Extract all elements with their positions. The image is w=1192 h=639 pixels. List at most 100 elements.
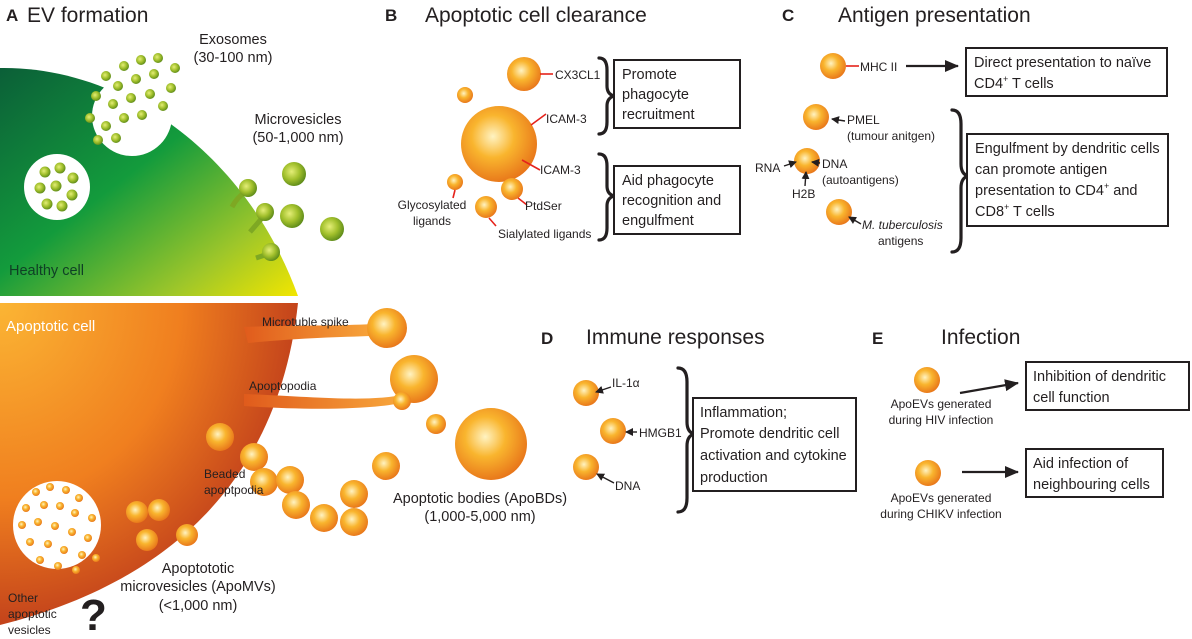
ptdser-vesicle: [501, 178, 523, 200]
exosome-release-site: [92, 76, 172, 156]
chikv-apoev: [915, 460, 941, 486]
box-b2-line2: recognition and: [622, 193, 721, 209]
panel-d: D Immune responses IL-1α HMGB1 DNA Infla…: [541, 326, 857, 514]
panel-b-title: Apoptotic cell clearance: [425, 4, 647, 27]
glyco-label-2: ligands: [413, 214, 451, 228]
panel-c: C Antigen presentation MHC II Direct pre…: [755, 4, 1169, 254]
box-b2-line1: Aid phagocyte: [622, 173, 714, 189]
dna-d-label: DNA: [615, 479, 640, 493]
panel-a-letter: A: [6, 6, 18, 25]
panel-b-letter: B: [385, 6, 397, 25]
hmgb1-vesicle: [600, 418, 626, 444]
box-d-inflammation: [692, 397, 857, 492]
other-small-vesicles: [18, 483, 100, 574]
apomvs-label-1: Apoptototic: [162, 561, 235, 577]
mtb-label: M. tuberculosis: [862, 218, 943, 232]
panel-c-title: Antigen presentation: [838, 4, 1031, 27]
pmel-vesicle: [803, 104, 829, 130]
panel-d-letter: D: [541, 329, 553, 348]
glyco-label-1: Glycosylated: [398, 198, 467, 212]
panel-c-letter: C: [782, 6, 794, 25]
brace-c: [950, 108, 970, 254]
microvesicles-label: Microvesicles: [254, 112, 341, 128]
exosomes-size: (30-100 nm): [194, 50, 273, 66]
box-c2-line3: presentation to CD4+ and: [975, 181, 1137, 199]
apoptopodia-apobd: [390, 355, 438, 403]
apoptopodia-shape: [244, 394, 396, 409]
mvb-vesicles: [34, 162, 79, 212]
dna-d-arrow: [596, 473, 615, 484]
panel-e-title: Infection: [941, 326, 1020, 349]
apomvs-label-2: microvesicles (ApoMVs): [120, 579, 276, 595]
apoptopodia-label: Apoptopodia: [249, 379, 317, 393]
panel-d-title: Immune responses: [586, 326, 765, 349]
mhc2-label: MHC II: [860, 60, 897, 74]
box-e-aid-infection: [1025, 448, 1164, 498]
icam3-bottom-lead: [521, 159, 541, 171]
box-b2-line3: engulfment: [622, 213, 694, 229]
box-e-inhibition: [1025, 361, 1190, 411]
beaded-apoptopodia-label-2: apoptpodia: [204, 483, 264, 497]
large-apobd: [455, 408, 527, 480]
il1a-label: IL-1α: [612, 376, 640, 390]
panel-b: B Apoptotic cell clearance CX3CL1 ICAM-3…: [385, 4, 741, 242]
brace-b-bottom: [597, 152, 616, 242]
mhc2-vesicle: [820, 53, 846, 79]
microvesicles: [229, 162, 344, 261]
box-b-recognition: [613, 165, 741, 235]
healthy-cell-shape: [0, 67, 298, 296]
hiv-label-2: during HIV infection: [889, 413, 994, 427]
exosomes-label: Exosomes: [199, 32, 267, 48]
box-c2-line4: CD8+ T cells: [975, 202, 1055, 220]
dna-d-vesicle: [573, 454, 599, 480]
box-b1-line2: phagocyte: [622, 87, 689, 103]
box-c-engulfment: [966, 133, 1169, 227]
box-e2-line2: neighbouring cells: [1033, 477, 1150, 493]
hmgb1-label: HMGB1: [639, 426, 682, 440]
il1a-arrow: [595, 385, 612, 394]
box-d-line3: activation and cytokine: [700, 448, 847, 464]
apobds-size: (1,000-5,000 nm): [424, 509, 535, 525]
panel-a-title: EV formation: [27, 4, 148, 27]
brace-d: [676, 366, 696, 514]
panel-e-letter: E: [872, 329, 883, 348]
sialylated-vesicle: [475, 196, 497, 218]
exosomes: [85, 53, 180, 145]
microtuble-spike-label: Microtuble spike: [262, 315, 349, 329]
box-c2-line1: Engulfment by dendritic cells: [975, 141, 1160, 157]
cx3cl1-vesicle: [507, 57, 541, 91]
box-b-recruitment: [613, 59, 741, 129]
mtb-vesicle: [826, 199, 852, 225]
other-vesicles-label-1: Other: [8, 591, 38, 605]
ptdser-label: PtdSer: [525, 199, 562, 213]
h2b-arrow: [801, 171, 810, 187]
mtb-antigens-label: antigens: [878, 234, 923, 248]
pmel-label-2: (tumour anitgen): [847, 129, 935, 143]
icam3-top-lead: [530, 113, 547, 126]
spike-apobd: [367, 308, 407, 348]
icam3-apoptotic-cell: [461, 106, 537, 182]
icam3-top-label: ICAM-3: [546, 112, 587, 126]
dna-label: DNA: [822, 157, 847, 171]
cx3cl1-label: CX3CL1: [555, 68, 601, 82]
beaded-apoptopodia-label-1: Beaded: [204, 467, 245, 481]
il1a-vesicle: [573, 380, 599, 406]
chikv-label-1: ApoEVs generated: [891, 491, 992, 505]
question-mark: ?: [80, 591, 107, 639]
hiv-apoev: [914, 367, 940, 393]
hiv-arrow: [959, 379, 1019, 395]
pmel-label-1: PMEL: [847, 113, 880, 127]
brace-b-top: [597, 56, 616, 136]
box-c1-line1: Direct presentation to naïve: [974, 55, 1151, 71]
other-vesicles-label-3: vesicles: [8, 623, 51, 637]
panel-a: A EV formation Exosomes (30-100 nm) Micr…: [0, 4, 567, 639]
box-d-line4: production: [700, 470, 768, 486]
dna-arrow: [811, 158, 821, 167]
small-apoptotic-vesicle: [457, 87, 473, 103]
autoantigens-label: (autoantigens): [822, 173, 899, 187]
glyco-vesicle: [447, 174, 463, 190]
apobds-label: Apoptotic bodies (ApoBDs): [393, 491, 567, 507]
healthy-cell-label: Healthy cell: [9, 263, 84, 279]
box-d-line2: Promote dendritic cell: [700, 426, 839, 442]
